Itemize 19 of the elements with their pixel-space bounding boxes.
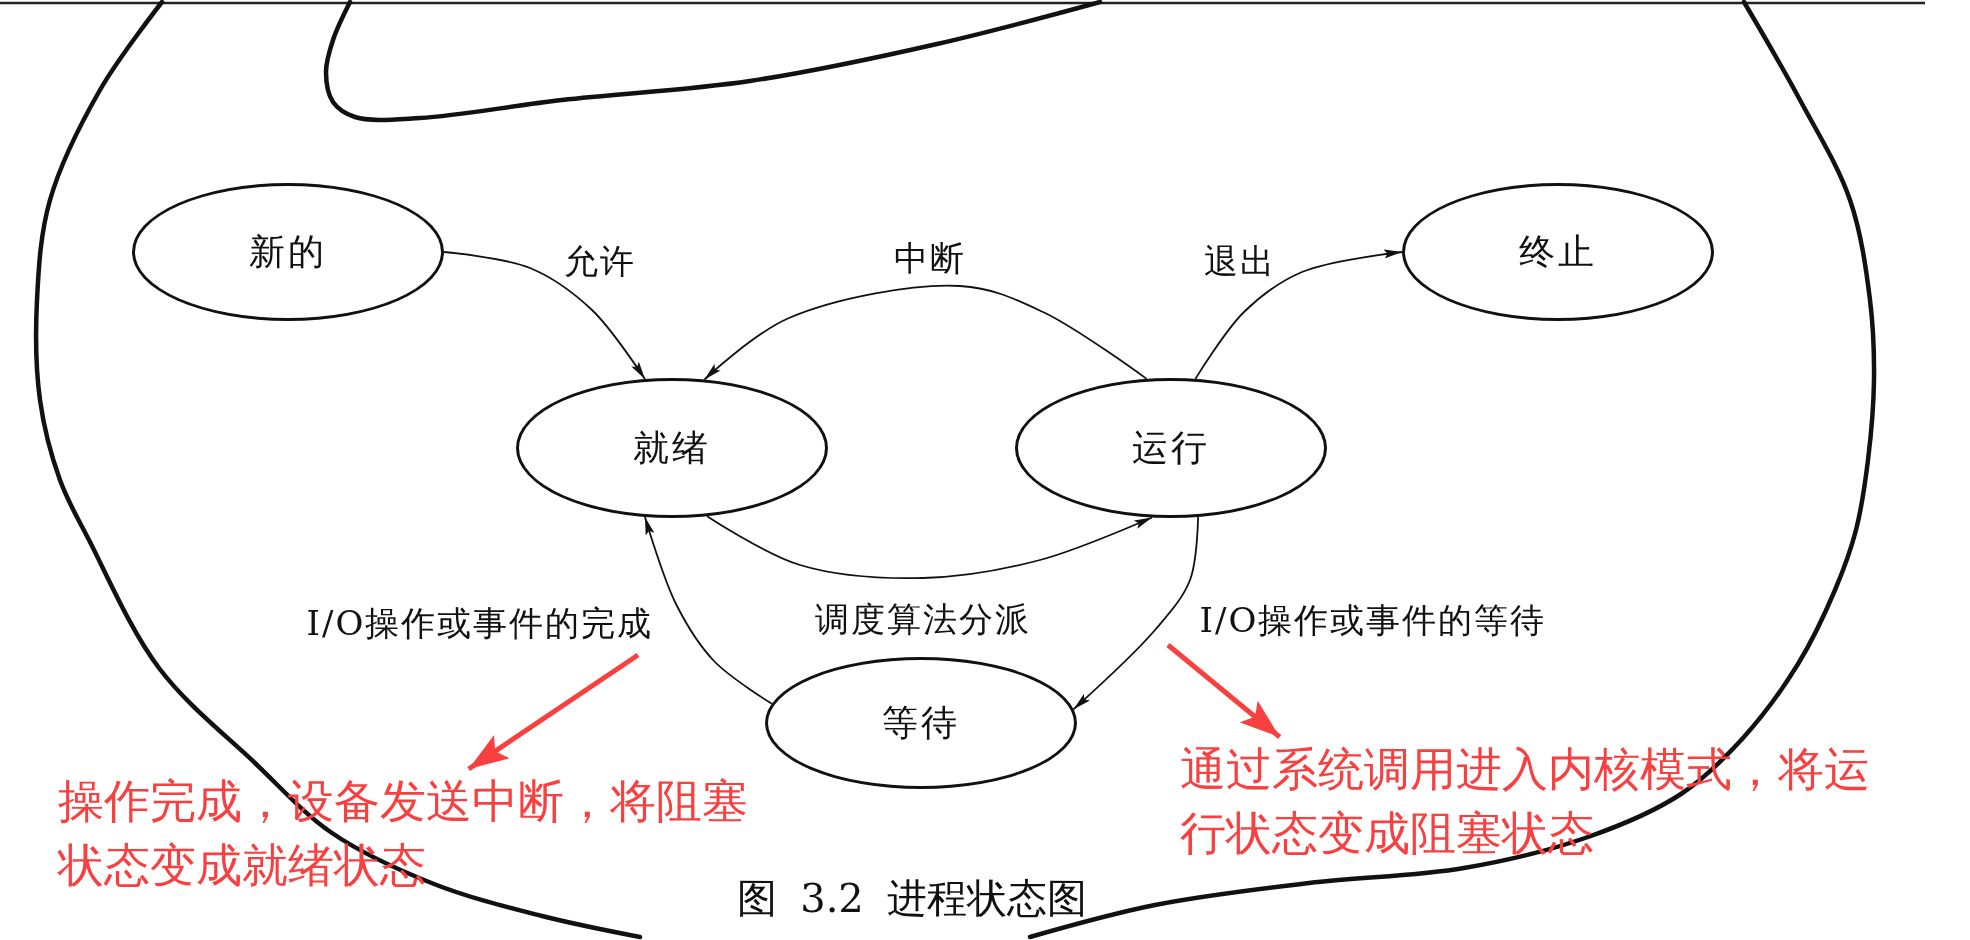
state-label: 新的 — [249, 230, 327, 274]
state-label: 运行 — [1132, 426, 1210, 470]
state-label: 终止 — [1519, 230, 1597, 274]
state-ellipse — [132, 183, 444, 321]
curved-arrow — [443, 251, 646, 380]
state-ellipse — [1015, 378, 1327, 518]
curved-arrow — [644, 516, 773, 705]
state-ellipse — [765, 657, 1077, 789]
state-label: 等待 — [882, 701, 960, 745]
arrow — [467, 652, 640, 772]
state-label: 就绪 — [633, 426, 711, 470]
curved-arrow — [1194, 249, 1403, 380]
curved-arrow — [706, 515, 1153, 580]
figure-caption: 图 3.2 进程状态图 — [737, 874, 1087, 922]
arrow — [1166, 643, 1282, 739]
curved-arrow — [1072, 516, 1199, 711]
curved-arrow — [703, 284, 1148, 381]
state-ellipse — [1402, 183, 1714, 321]
state-ellipse — [516, 378, 828, 518]
